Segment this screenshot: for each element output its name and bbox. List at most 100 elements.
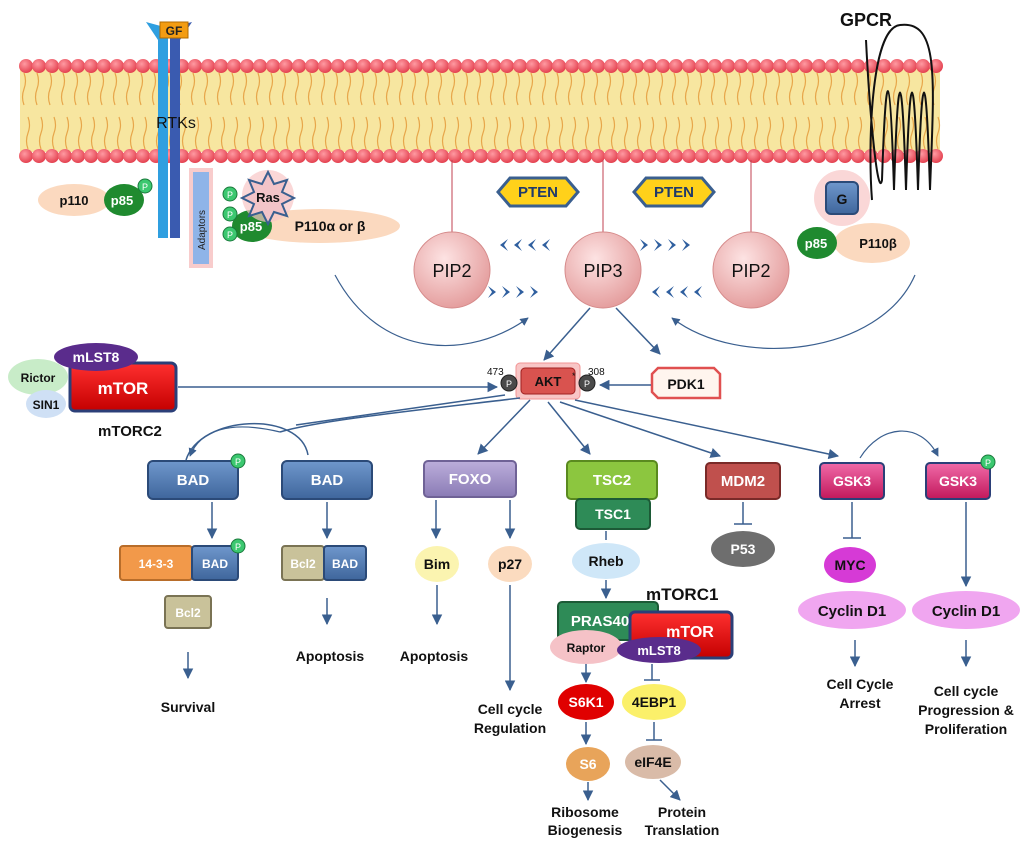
- lipid-head: [84, 149, 98, 163]
- arrow-gsk3-phosphorylation: [859, 430, 939, 459]
- lipid-head: [565, 59, 579, 73]
- lipid-tail: [398, 72, 404, 106]
- gsk3-box: GSK3: [819, 462, 885, 500]
- lipid-head: [513, 149, 527, 163]
- lipid-head: [500, 59, 514, 73]
- lipid-head: [708, 149, 722, 163]
- lipid-head: [344, 149, 358, 163]
- mtorc1-mtor-label: mTOR: [666, 624, 714, 641]
- lipid-tail: [935, 116, 941, 150]
- akt-asterisk: *: [572, 371, 576, 381]
- lipid-head: [474, 149, 488, 163]
- bad-p-label: BAD: [177, 472, 210, 489]
- lipid-tail: [90, 116, 96, 150]
- lipid-tail: [701, 116, 707, 150]
- mtorc2-mtor-label: mTOR: [98, 379, 149, 398]
- mtorc1-label: mTORC1: [646, 585, 718, 604]
- apoptosis-bad-label: Apoptosis: [296, 648, 365, 664]
- phospho-adaptor-3: P: [227, 230, 233, 240]
- lipid-head: [877, 149, 891, 163]
- lipid-head: [799, 59, 813, 73]
- lipid-head: [240, 59, 254, 73]
- raptor-label: Raptor: [567, 641, 606, 655]
- chevron-arrow-icon: [682, 239, 690, 251]
- lipid-head: [760, 149, 774, 163]
- lipid-tail: [515, 72, 521, 106]
- rictor-label: Rictor: [21, 371, 56, 385]
- lipid-tail: [424, 72, 430, 106]
- lipid-head: [747, 149, 761, 163]
- s6-label: S6: [579, 756, 596, 772]
- lipid-head: [929, 149, 943, 163]
- pdk1-node: PDK1: [650, 366, 722, 400]
- rtks-label: RTKs: [156, 115, 196, 132]
- lipid-tail: [909, 116, 915, 150]
- lipid-tail: [493, 116, 499, 150]
- lipid-head: [188, 149, 202, 163]
- lipid-tail: [415, 116, 421, 150]
- lipid-tail: [749, 72, 755, 106]
- lipid-tail: [853, 72, 859, 106]
- lipid-tail: [779, 116, 785, 150]
- lipid-tail: [723, 72, 729, 106]
- lipid-tail: [788, 72, 794, 106]
- lipid-tail: [51, 116, 57, 150]
- lipid-head: [370, 59, 384, 73]
- arrest-line2: Arrest: [839, 695, 881, 711]
- lipid-head: [409, 149, 423, 163]
- lipid-tail: [402, 116, 408, 150]
- arrow-pip3-to-pdk1: [615, 307, 661, 355]
- phospho-308: P: [584, 379, 590, 389]
- lipid-head: [71, 59, 85, 73]
- bcl2-complex-label: Bcl2: [290, 557, 316, 571]
- lipid-tail: [207, 116, 213, 150]
- lipid-tail: [242, 72, 248, 106]
- lipid-head: [695, 149, 709, 163]
- lipid-tail: [662, 116, 668, 150]
- lipid-tail: [684, 72, 690, 106]
- lipid-head: [669, 149, 683, 163]
- lipid-tail: [60, 72, 66, 106]
- lipid-head: [266, 59, 280, 73]
- lipid-head: [643, 59, 657, 73]
- lipid-tail: [840, 72, 846, 106]
- cyclin-d1-proliferation: Cyclin D1: [912, 591, 1020, 629]
- lipid-head: [825, 149, 839, 163]
- lipid-head: [227, 149, 241, 163]
- chevron-arrow-icon: [694, 286, 702, 298]
- p110-alpha-beta-label: P110α or β: [295, 218, 366, 234]
- pip2-right: PIP2: [712, 231, 790, 309]
- lipid-tail: [372, 72, 378, 106]
- lipid-tail: [25, 116, 31, 150]
- lipid-head: [487, 149, 501, 163]
- ribosome-line2: Biogenesis: [548, 822, 623, 838]
- lipid-head: [682, 59, 696, 73]
- lipid-head: [669, 59, 683, 73]
- lipid-head: [32, 149, 46, 163]
- adaptors-label: Adaptors: [197, 210, 208, 250]
- bad-label: BAD: [311, 472, 344, 489]
- lipid-head: [422, 59, 436, 73]
- lipid-tail: [181, 116, 187, 150]
- lipid-head: [396, 149, 410, 163]
- lipid-tail: [831, 116, 837, 150]
- lipid-head: [227, 59, 241, 73]
- lipid-tail: [324, 116, 330, 150]
- lipid-head: [487, 59, 501, 73]
- p53-label: P53: [731, 541, 756, 557]
- lipid-tail: [350, 116, 356, 150]
- lipid-head: [513, 59, 527, 73]
- site-308-label: 308: [588, 367, 605, 378]
- chevron-arrow-icon: [530, 286, 538, 298]
- lipid-stems: [451, 160, 752, 244]
- protein-line2: Translation: [645, 822, 720, 838]
- lipid-head: [916, 59, 930, 73]
- chevron-arrow-icon: [516, 286, 524, 298]
- lipid-tail: [216, 72, 222, 106]
- p85-mid-label: p85: [240, 219, 262, 234]
- lipid-tail: [389, 116, 395, 150]
- lipid-tail: [428, 116, 434, 150]
- lipid-head: [383, 59, 397, 73]
- lipid-tail: [753, 116, 759, 150]
- gsk3-label: GSK3: [833, 473, 871, 489]
